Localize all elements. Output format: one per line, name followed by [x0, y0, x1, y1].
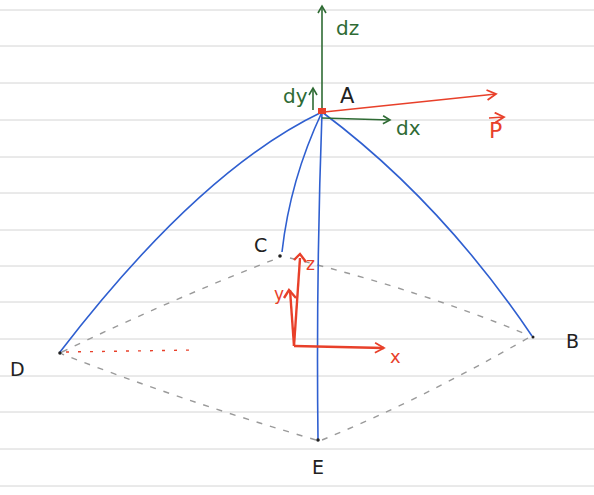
- point-label: A: [340, 86, 354, 107]
- point-d: [58, 351, 62, 355]
- vector-label: P: [489, 120, 502, 142]
- hidden-axis: [66, 350, 195, 352]
- point-e: [316, 438, 320, 442]
- point-label: C: [254, 236, 267, 255]
- differential-label: dz: [336, 18, 359, 38]
- differential-arrows: [313, 6, 390, 120]
- point-label: B: [566, 332, 579, 351]
- point-b: [532, 336, 535, 339]
- point-label: E: [312, 458, 324, 477]
- differential-label: dx: [396, 118, 421, 138]
- differential-label: dy: [283, 86, 308, 106]
- base-outline: [62, 258, 528, 440]
- pyramid-edges: [60, 112, 532, 440]
- point-c: [278, 254, 282, 258]
- axis-label: x: [390, 348, 401, 366]
- axis-label: z: [306, 256, 315, 273]
- point-label: D: [10, 360, 25, 379]
- axes: [284, 254, 384, 348]
- axis-label: y: [274, 286, 284, 303]
- ruled-lines: [0, 10, 594, 486]
- point-a: [318, 108, 326, 114]
- vector-accent: [489, 117, 504, 118]
